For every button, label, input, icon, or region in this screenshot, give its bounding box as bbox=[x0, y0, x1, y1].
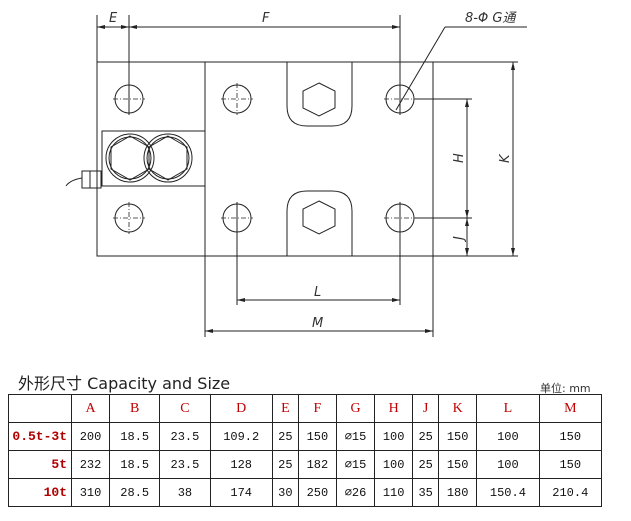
column-header: G bbox=[335, 394, 376, 423]
table-cell: 182 bbox=[297, 450, 337, 479]
column-header: C bbox=[159, 394, 211, 423]
header-corner bbox=[8, 394, 72, 423]
table-cell: 109.2 bbox=[209, 422, 273, 451]
column-header: D bbox=[209, 394, 273, 423]
table-cell: 38 bbox=[159, 478, 211, 507]
cable-gland bbox=[81, 170, 102, 189]
table-cell: 180 bbox=[438, 478, 478, 507]
dim-label-j: J bbox=[452, 236, 467, 243]
table-cell: 23.5 bbox=[159, 422, 211, 451]
dim-label-e: E bbox=[109, 11, 118, 26]
dim-label-h: H bbox=[452, 153, 467, 163]
table-cell: 25 bbox=[271, 450, 299, 479]
table-cell: 110 bbox=[374, 478, 414, 507]
column-header: B bbox=[109, 394, 161, 423]
hole-leader bbox=[395, 26, 446, 111]
table-cell: 250 bbox=[297, 478, 337, 507]
column-header: J bbox=[412, 394, 440, 423]
table-cell: 100 bbox=[374, 422, 414, 451]
table-cell: ∅26 bbox=[335, 478, 376, 507]
column-header: F bbox=[297, 394, 337, 423]
bolt-head bbox=[143, 133, 193, 183]
table-cell: 100 bbox=[374, 450, 414, 479]
table-cell: 30 bbox=[271, 478, 299, 507]
load-cell-drawing: E F 8-Φ G通 H J K L M bbox=[65, 11, 527, 337]
table-cell: 200 bbox=[70, 422, 111, 451]
table-cell: 310 bbox=[70, 478, 111, 507]
row-label: 5t bbox=[8, 450, 72, 479]
table-cell: 35 bbox=[412, 478, 440, 507]
dim-label-f: F bbox=[262, 11, 270, 26]
table-cell: 150 bbox=[297, 422, 337, 451]
column-header: M bbox=[538, 394, 603, 423]
table-cell: ∅15 bbox=[335, 450, 376, 479]
row-label: 0.5t-3t bbox=[8, 422, 72, 451]
table-cell: 150.4 bbox=[476, 478, 540, 507]
table-cell: 25 bbox=[412, 450, 440, 479]
bottom-lug bbox=[286, 190, 353, 256]
table-cell: 100 bbox=[476, 422, 540, 451]
sensor-housing bbox=[101, 130, 206, 187]
table-cell: ∅15 bbox=[335, 422, 376, 451]
table-cell: 128 bbox=[209, 450, 273, 479]
table-cell: 25 bbox=[271, 422, 299, 451]
cable bbox=[65, 177, 83, 187]
row-label: 10t bbox=[8, 478, 72, 507]
table-cell: 23.5 bbox=[159, 450, 211, 479]
table-cell: 232 bbox=[70, 450, 111, 479]
hole-callout: 8-Φ G通 bbox=[465, 11, 517, 26]
column-header: E bbox=[271, 394, 299, 423]
base-plate bbox=[96, 61, 434, 257]
table-cell: 18.5 bbox=[109, 450, 161, 479]
unit-label: 单位: mm bbox=[540, 382, 591, 395]
dim-label-m: M bbox=[312, 316, 323, 331]
dim-label-k: K bbox=[498, 153, 513, 163]
column-header: A bbox=[70, 394, 111, 423]
table-cell: 150 bbox=[538, 422, 603, 451]
table-cell: 28.5 bbox=[109, 478, 161, 507]
mounting-holes bbox=[114, 84, 415, 233]
column-header: L bbox=[476, 394, 540, 423]
column-header: H bbox=[374, 394, 414, 423]
column-header: K bbox=[438, 394, 478, 423]
table-cell: 150 bbox=[438, 450, 478, 479]
table-cell: 100 bbox=[476, 450, 540, 479]
dim-label-l: L bbox=[314, 285, 321, 300]
table-cell: 18.5 bbox=[109, 422, 161, 451]
table-cell: 150 bbox=[538, 450, 603, 479]
table-cell: 150 bbox=[438, 422, 478, 451]
table-cell: 210.4 bbox=[538, 478, 603, 507]
table-cell: 174 bbox=[209, 478, 273, 507]
table-title: 外形尺寸 Capacity and Size bbox=[18, 374, 231, 393]
top-lug bbox=[286, 62, 353, 127]
bolt-head bbox=[105, 133, 155, 183]
table-cell: 25 bbox=[412, 422, 440, 451]
